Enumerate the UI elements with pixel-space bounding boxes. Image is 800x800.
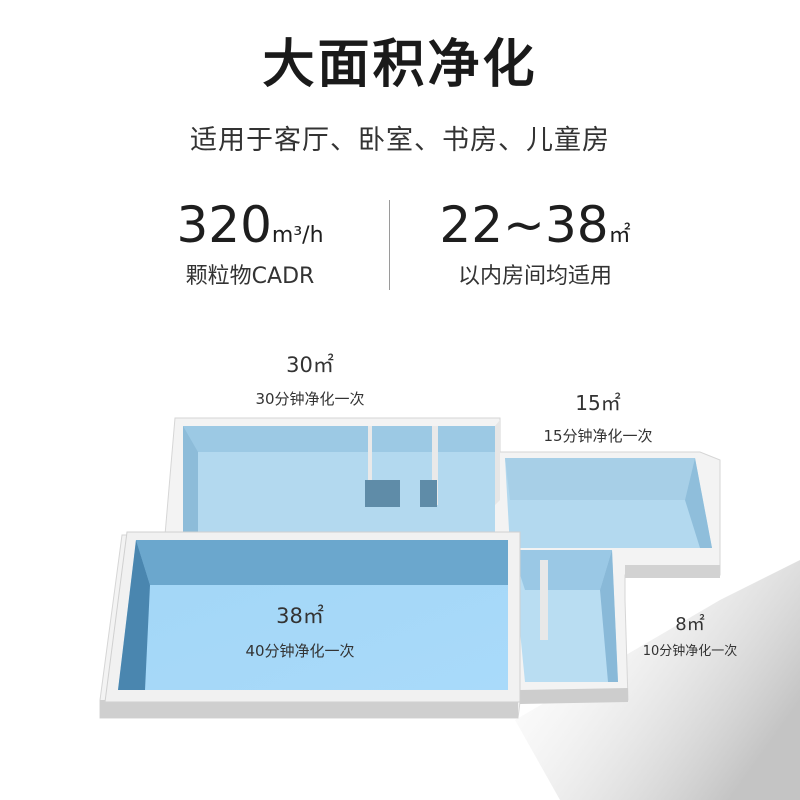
cadr-unit: m³/h: [271, 223, 324, 248]
room-30-back-wall: [183, 426, 495, 452]
room-15-area: 15㎡: [575, 391, 620, 415]
room-8-note: 10分钟净化一次: [643, 643, 738, 659]
area-label: 以内房间均适用: [457, 264, 612, 289]
room-8-right-wall: [600, 550, 618, 682]
partition-wall: [495, 420, 500, 505]
room-30-floor: [183, 426, 495, 540]
cadr-number: 320: [176, 196, 272, 254]
area-value: 22~38㎡: [420, 196, 650, 254]
area-number: 22~38: [439, 196, 609, 254]
partition-wall: [540, 560, 548, 640]
room-38-back-wall: [136, 540, 508, 585]
room-8-area: 8㎡: [675, 613, 704, 635]
room-15-back-wall: [505, 458, 695, 500]
outer-wall-side: [625, 565, 720, 578]
area-unit: ㎡: [608, 223, 631, 248]
cadr-stat: 320m³/h 颗粒物CADR: [150, 196, 350, 290]
room-30-note: 30分钟净化一次: [255, 390, 364, 408]
outer-wall-side: [520, 688, 628, 704]
pillar: [420, 480, 437, 507]
outer-wall-side: [100, 700, 518, 718]
room-8-back-wall: [512, 550, 612, 590]
cadr-value: 320m³/h: [150, 196, 350, 254]
room-30-left-wall: [183, 426, 198, 540]
page-title: 大面积净化: [262, 35, 538, 95]
room-30-area: 30㎡: [286, 353, 334, 377]
cadr-label: 颗粒物CADR: [185, 264, 315, 289]
room-15-note: 15分钟净化一次: [543, 427, 652, 445]
room-38-note: 40分钟净化一次: [245, 642, 354, 660]
pillar: [365, 480, 400, 507]
room-15-right-wall: [685, 458, 712, 548]
floor-shadow: [515, 560, 800, 800]
page-subtitle: 适用于客厅、卧室、书房、儿童房: [190, 125, 610, 156]
room-38-left-wall: [118, 540, 150, 690]
room-38-area: 38㎡: [276, 604, 324, 628]
stats-divider: [389, 200, 390, 290]
area-stat: 22~38㎡ 以内房间均适用: [420, 196, 650, 290]
